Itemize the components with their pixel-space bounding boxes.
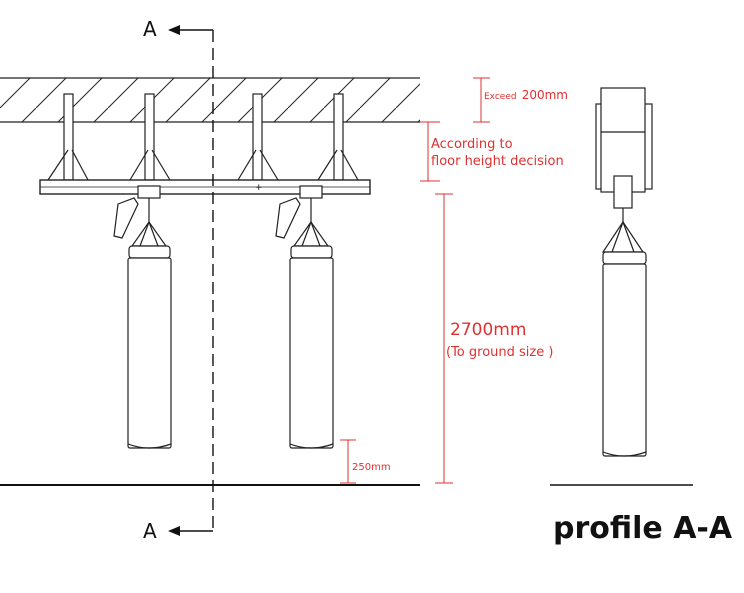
ceiling-slab [0, 77, 420, 123]
section-marker-top: A [143, 17, 157, 41]
punching-bag-left [113, 185, 172, 449]
punching-bag-right [275, 185, 334, 449]
section-cut-line [168, 25, 214, 536]
svg-text:+: + [255, 183, 263, 193]
dim-ground-lines [435, 193, 453, 484]
dim-clearance-lines [340, 439, 356, 484]
dim-ground-value: 2700mm [450, 320, 526, 340]
dim-floor-height-line2: floor height decision [431, 154, 564, 169]
dim-ground-note: (To ground size ) [446, 345, 553, 360]
dim-floor-height-line1: According to [431, 137, 513, 152]
dim-exceed-label: Exceed 200mm [484, 84, 568, 103]
profile-view [595, 87, 653, 457]
dim-exceed-lines [473, 77, 490, 123]
dim-clearance-label: 250mm [352, 462, 391, 473]
profile-title: profile A-A [553, 511, 733, 546]
section-marker-bottom: A [143, 519, 157, 543]
dim-floor-height-lines [420, 121, 440, 182]
